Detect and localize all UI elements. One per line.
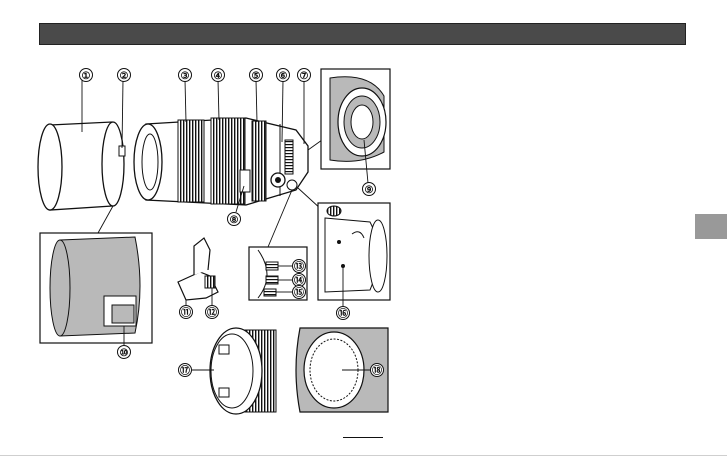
svg-text:④: ④ (214, 71, 223, 82)
rear-detail-panel (321, 69, 390, 169)
front-lens-cap (210, 328, 276, 414)
callout-6: ⑥ (277, 69, 290, 83)
svg-text:①: ① (82, 71, 91, 82)
callout-17: ⑰ (179, 364, 192, 378)
svg-text:⑱: ⑱ (372, 364, 382, 377)
callout-2: ② (118, 69, 131, 83)
callout-11: ⑪ (180, 306, 193, 320)
svg-text:⑥: ⑥ (279, 71, 288, 82)
callout-10: ⑩ (118, 346, 131, 360)
callout-15: ⑮ (293, 286, 306, 300)
callout-5: ⑤ (250, 69, 263, 83)
hood-detail-panel (40, 233, 152, 343)
svg-text:⑯: ⑯ (338, 307, 348, 320)
svg-text:⑦: ⑦ (300, 71, 309, 82)
svg-text:⑧: ⑧ (230, 215, 239, 226)
page-bottom-rule (0, 455, 727, 456)
svg-text:②: ② (120, 71, 129, 82)
callout-18: ⑱ (371, 364, 384, 378)
callout-13: ⑬ (293, 260, 306, 274)
callout-4: ④ (212, 69, 225, 83)
callout-1: ① (80, 69, 93, 83)
tripod-mount-panel (318, 203, 390, 300)
callout-8: ⑧ (228, 213, 241, 227)
svg-text:⑨: ⑨ (365, 185, 374, 196)
callout-7: ⑦ (298, 69, 311, 83)
svg-text:⑰: ⑰ (180, 364, 190, 377)
page-number-rule (343, 437, 383, 438)
callout-16: ⑯ (337, 307, 350, 321)
svg-text:⑩: ⑩ (120, 348, 129, 359)
svg-text:③: ③ (181, 71, 190, 82)
svg-text:⑤: ⑤ (252, 71, 261, 82)
svg-text:⑫: ⑫ (207, 306, 217, 319)
callout-9: ⑨ (363, 183, 376, 197)
svg-text:⑪: ⑪ (181, 306, 191, 319)
callout-12: ⑫ (206, 306, 219, 320)
svg-text:⑬: ⑬ (294, 260, 304, 273)
callout-3: ③ (179, 69, 192, 83)
svg-text:⑮: ⑮ (294, 286, 304, 299)
lens-hood (38, 122, 125, 210)
callout-14: ⑭ (293, 274, 306, 288)
